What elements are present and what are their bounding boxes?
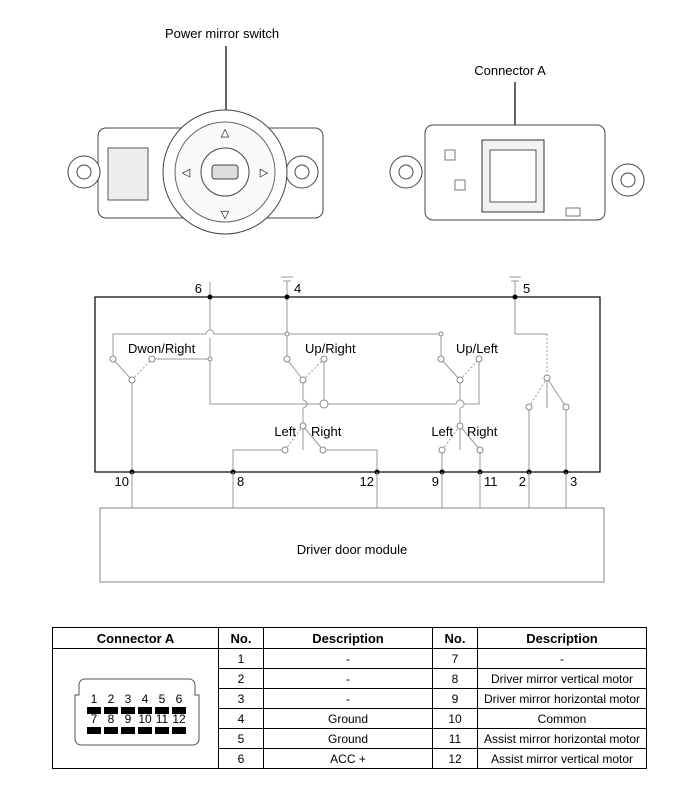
cell-description: - xyxy=(263,668,433,689)
cell-description: Assist mirror horizontal motor xyxy=(477,728,647,749)
connector-a-illustration: Connector A xyxy=(389,63,645,221)
cell-no: 5 xyxy=(218,728,264,749)
cell-description: - xyxy=(263,648,433,669)
connector-pin-terminal xyxy=(120,707,135,714)
connector-pin-number: 4 xyxy=(141,692,148,706)
connector-pin-number: 3 xyxy=(124,692,131,706)
connector-pin-terminal xyxy=(137,707,152,714)
switch-label: Right xyxy=(467,424,498,439)
cell-description: Ground xyxy=(263,728,433,749)
switch-label: Up/Right xyxy=(305,341,356,356)
connector-pin-table: Connector A No. Description No. Descript… xyxy=(52,627,647,769)
switch-label: Left xyxy=(274,424,296,439)
connector-pin-number: 7 xyxy=(90,712,97,726)
pin-label: 9 xyxy=(432,474,439,489)
connector-pin-number: 5 xyxy=(158,692,165,706)
pin-label: 4 xyxy=(294,281,301,296)
header-no: No. xyxy=(218,627,264,649)
connector-pin-number: 11 xyxy=(155,712,168,726)
connector-pin-terminal xyxy=(137,727,152,734)
cell-description: Driver mirror vertical motor xyxy=(477,668,647,689)
cell-no: 11 xyxy=(432,728,478,749)
svg-text:▷: ▷ xyxy=(260,167,269,179)
connector-pin-terminal xyxy=(154,707,169,714)
header-description: Description xyxy=(477,627,647,649)
svg-text:△: △ xyxy=(221,127,230,139)
switch-label: Up/Left xyxy=(456,341,498,356)
cell-description: - xyxy=(477,648,647,669)
switch-label: Power mirror switch xyxy=(165,26,279,41)
header-description: Description xyxy=(263,627,433,649)
connector-pin-terminal xyxy=(86,707,101,714)
connector-pin-terminal xyxy=(86,727,101,734)
svg-text:◁: ◁ xyxy=(182,167,191,179)
diagram: Power mirror switch △ ▽ ◁ ▷ Connector A xyxy=(67,26,645,583)
connector-pin-terminal xyxy=(103,727,118,734)
connector-pin-number: 12 xyxy=(172,712,186,726)
cell-no: 4 xyxy=(218,708,264,729)
pin-label: 6 xyxy=(195,281,202,296)
connector-pin-number: 6 xyxy=(175,692,182,706)
cell-no: 2 xyxy=(218,668,264,689)
cell-no: 8 xyxy=(432,668,478,689)
cell-no: 10 xyxy=(432,708,478,729)
connector-pin-terminal xyxy=(154,727,169,734)
connector-pin-number: 8 xyxy=(107,712,114,726)
cell-description: Assist mirror vertical motor xyxy=(477,748,647,769)
switch-schematic: 6 4 5 10 8 12 9 11 2 3 Dwon/Right Up/Rig… xyxy=(94,276,605,583)
cell-description: Ground xyxy=(263,708,433,729)
header-no: No. xyxy=(432,627,478,649)
power-mirror-switch-illustration: Power mirror switch △ ▽ ◁ ▷ xyxy=(67,26,324,235)
connector-pin-terminal xyxy=(120,727,135,734)
cell-no: 12 xyxy=(432,748,478,769)
cell-description: Driver mirror horizontal motor xyxy=(477,688,647,709)
pin-label: 12 xyxy=(360,474,374,489)
pin-label: 11 xyxy=(484,474,498,489)
switch-label: Left xyxy=(431,424,453,439)
pin-label: 8 xyxy=(237,474,244,489)
pin-label: 2 xyxy=(519,474,526,489)
cell-no: 7 xyxy=(432,648,478,669)
pin-label: 5 xyxy=(523,281,530,296)
connector-pin-terminal xyxy=(171,727,186,734)
cell-no: 3 xyxy=(218,688,264,709)
cell-no: 6 xyxy=(218,748,264,769)
connector-pin-number: 10 xyxy=(138,712,152,726)
connector-pin-number: 9 xyxy=(124,712,131,726)
switch-label: Right xyxy=(311,424,342,439)
svg-text:▽: ▽ xyxy=(221,209,230,221)
cell-description: Common xyxy=(477,708,647,729)
connector-pin-number: 2 xyxy=(107,692,114,706)
pin-label: 3 xyxy=(570,474,577,489)
module-label: Driver door module xyxy=(297,542,408,557)
connector-pin-number: 1 xyxy=(90,692,97,706)
pin-label: 10 xyxy=(115,474,129,489)
table-header: Connector A No. Description No. Descript… xyxy=(52,627,647,649)
connector-pin-terminal xyxy=(103,707,118,714)
connector-pin-terminal xyxy=(171,707,186,714)
cell-no: 9 xyxy=(432,688,478,709)
cell-no: 1 xyxy=(218,648,264,669)
driver-door-module xyxy=(99,507,605,583)
connector-label: Connector A xyxy=(474,63,546,78)
header-connector: Connector A xyxy=(52,627,219,649)
cell-description: ACC + xyxy=(263,748,433,769)
cell-description: - xyxy=(263,688,433,709)
switch-label: Dwon/Right xyxy=(128,341,196,356)
